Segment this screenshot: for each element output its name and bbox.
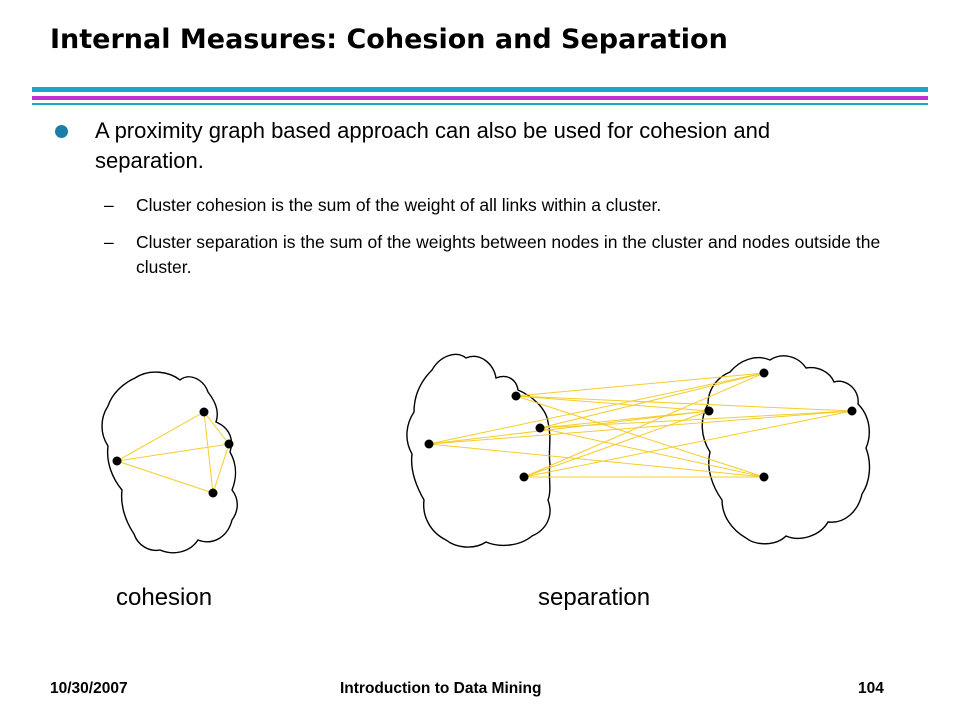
separation-edge — [523, 410, 710, 478]
separation-edge — [523, 372, 765, 478]
separation-edge — [515, 395, 853, 412]
main-bullet-text: A proximity graph based approach can als… — [95, 118, 771, 173]
graph-node — [424, 439, 434, 449]
footer-page-number: 104 — [858, 680, 884, 697]
separation-edge — [428, 443, 765, 478]
graph-node — [208, 488, 218, 498]
cohesion-edge — [212, 443, 230, 494]
cohesion-caption: cohesion — [116, 584, 213, 611]
sub-bullet-dash: – — [104, 195, 114, 215]
sub-bullet-dash: – — [104, 232, 114, 252]
separation-edge — [428, 410, 710, 445]
cohesion-cluster-outline — [101, 371, 238, 554]
graph-node — [519, 472, 529, 482]
proximity-graph-nodes — [112, 368, 857, 498]
separation-edge — [523, 410, 853, 478]
graph-node — [759, 368, 769, 378]
sub-bullet-text: Cluster separation is the sum of the wei… — [136, 232, 881, 277]
cohesion-edge — [116, 411, 205, 462]
separation-edge — [515, 372, 765, 397]
bullet-dot-icon — [55, 125, 68, 138]
graph-node — [112, 456, 122, 466]
header-rule-bottom — [32, 103, 928, 105]
sub-bullet-text: Cluster cohesion is the sum of the weigh… — [136, 195, 662, 215]
separation-edge — [428, 410, 853, 445]
proximity-graph-edges — [116, 372, 853, 494]
separation-edge — [515, 395, 765, 478]
separation-right-cluster-outline — [701, 355, 871, 545]
separation-edge — [515, 395, 710, 412]
header-rule-top — [32, 87, 928, 92]
cohesion-edge — [203, 411, 230, 445]
graph-node — [535, 423, 545, 433]
separation-edge — [539, 410, 853, 429]
graph-node — [847, 406, 857, 416]
cohesion-edge — [116, 460, 214, 494]
graph-node — [759, 472, 769, 482]
cohesion-edge — [203, 411, 214, 494]
graph-node — [704, 406, 714, 416]
slide-title: Internal Measures: Cohesion and Separati… — [50, 24, 728, 55]
graph-node — [199, 407, 209, 417]
separation-left-cluster-outline — [406, 353, 551, 548]
graph-node — [224, 439, 234, 449]
separation-edge — [539, 427, 765, 478]
proximity-graph-diagram — [101, 353, 871, 554]
separation-edge — [539, 372, 765, 429]
footer-course: Introduction to Data Mining — [340, 680, 542, 697]
separation-caption: separation — [538, 584, 651, 611]
cohesion-edge — [116, 443, 230, 462]
separation-edge — [428, 372, 765, 445]
graph-node — [511, 391, 521, 401]
header-rule-middle — [32, 96, 928, 100]
footer-date: 10/30/2007 — [50, 680, 128, 697]
separation-edge — [539, 410, 710, 429]
